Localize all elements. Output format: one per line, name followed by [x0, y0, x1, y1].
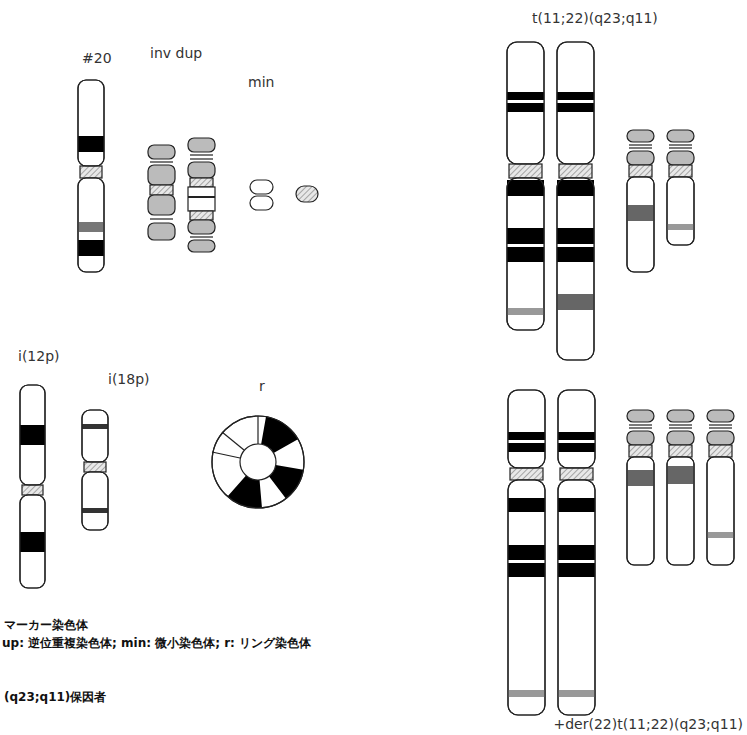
ring-chromosome	[212, 416, 304, 508]
chromosome-label: #20	[82, 50, 112, 67]
inv-dup-chromosome	[148, 138, 215, 252]
chromosome-11-pair	[507, 42, 594, 360]
chromosome-11-pair	[508, 390, 595, 715]
isochromosome-18p	[82, 410, 108, 530]
chromosome-label: i(18p)	[108, 371, 150, 388]
der22-chromosomes	[627, 410, 734, 565]
legend-note: up: 逆位重複染色体; min: 微小染色体; r: リング染色体	[2, 636, 311, 650]
isochromosome-12p	[20, 385, 45, 588]
chromosome-label: r	[259, 378, 265, 395]
legend-note: マーカー染色体	[4, 618, 88, 632]
karyotype-label: t(11;22)(q23;q11)	[532, 10, 658, 27]
minute-chromosome	[250, 180, 318, 210]
chromosome-label: i(12p)	[18, 348, 60, 365]
legend-note: (q23;q11)保因者	[4, 690, 106, 704]
chromosome-label: inv dup	[150, 45, 202, 62]
chromosome-20	[78, 80, 104, 272]
chromosome-22-pair	[627, 130, 694, 272]
chromosome-label: min	[248, 74, 274, 91]
karyotype-label: +der(22)t(11;22)(q23;q11)	[553, 716, 743, 733]
